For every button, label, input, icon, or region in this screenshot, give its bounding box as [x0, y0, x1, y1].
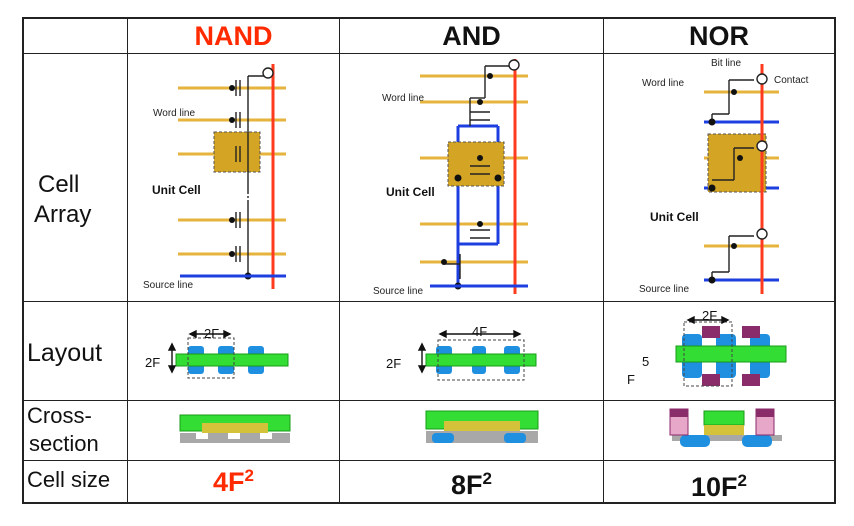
nand-source-line-label: Source line — [143, 280, 193, 291]
nor-cell-array-diagram: Bit line Contact Word line Unit Cell Sou… — [639, 58, 809, 295]
and-cell-array-diagram: Word line Unit Cell Source line — [373, 59, 528, 297]
row-label-cross-section: Cross- section — [27, 402, 99, 457]
nor-layout-diagram: 2F 5 F — [627, 308, 787, 387]
and-unit-cell-label: Unit Cell — [386, 185, 435, 199]
table-border-right — [834, 17, 836, 504]
row-label-layout: Layout — [27, 339, 103, 367]
and-layout-diagram: 4F 2F — [386, 324, 537, 381]
nor-layout-height-unit: F — [627, 372, 635, 387]
nand-cell-array-diagram: Word line Unit Cell Source line — [143, 64, 286, 291]
nand-cell-string — [235, 75, 268, 276]
nor-cross-substrate — [672, 435, 782, 441]
and-cross-floating-gate — [444, 421, 520, 431]
cell-size-nand: 4F2 — [128, 466, 339, 498]
and-contact — [508, 59, 520, 71]
nand-transistor-symbols — [235, 80, 241, 262]
column-header-nor: NOR — [689, 21, 749, 51]
and-word-lines — [420, 74, 528, 264]
nand-contact — [262, 67, 274, 79]
nor-word-line-label: Word line — [642, 78, 684, 89]
nand-layout-width-label: 2F — [204, 326, 219, 341]
column-header-nand: NAND — [194, 21, 273, 51]
nand-cross-diffusion — [196, 433, 272, 439]
and-source-line-label: Source line — [373, 286, 423, 297]
and-layout-height-label: 2F — [386, 356, 401, 371]
row-divider-layout — [22, 400, 835, 401]
cell-size-and: 8F2 — [340, 469, 603, 501]
table-border-left — [22, 17, 24, 504]
cell-size-nand-exp: 2 — [244, 466, 254, 485]
nor-cross-diffusion — [680, 435, 772, 447]
cell-size-nor-base: 10F — [691, 472, 738, 502]
row-label-cross: Cross- — [27, 403, 92, 428]
nor-layout-bitline-contacts — [702, 326, 760, 386]
nor-cross-section-diagram — [669, 408, 782, 447]
nand-unit-cell-box — [213, 131, 261, 173]
nor-bit-line-label: Bit line — [711, 58, 741, 69]
nor-cross-floating-gate — [704, 425, 744, 435]
cell-size-and-base: 8F — [451, 470, 483, 500]
and-layout-active — [425, 353, 537, 367]
nor-layout-active — [675, 345, 787, 363]
nor-cross-contacts — [669, 408, 775, 436]
cell-size-nand-base: 4F — [213, 467, 245, 497]
nor-contacts — [756, 73, 768, 240]
nor-dots — [708, 89, 743, 284]
table-border-top — [22, 17, 835, 19]
row-label-cell-size: Cell size — [27, 467, 111, 492]
cell-size-nor: 10F2 — [604, 471, 834, 503]
row-divider-array — [22, 301, 835, 302]
nand-word-line-label: Word line — [153, 108, 195, 119]
col-divider-2 — [339, 17, 340, 504]
and-layout-width-label: 4F — [472, 324, 487, 339]
and-layout-dimension — [417, 329, 522, 374]
nor-layout-cell-outline — [683, 321, 733, 387]
row-label-cell-array: Cell Array — [34, 170, 91, 230]
col-divider-1 — [127, 17, 128, 504]
nand-layout-cell-outline — [187, 337, 235, 379]
and-cross-diffusion — [432, 433, 526, 443]
nor-source-line-label: Source line — [639, 284, 689, 295]
col-divider-3 — [603, 17, 604, 504]
row-divider-cross — [22, 460, 835, 461]
and-word-line-label: Word line — [382, 93, 424, 104]
row-label-section: section — [29, 430, 99, 456]
and-cross-section-diagram — [425, 410, 539, 443]
nand-layout-height-label: 2F — [145, 355, 160, 370]
row-divider-header — [22, 53, 835, 54]
and-layout-cell-outline — [437, 339, 525, 381]
cell-size-and-exp: 2 — [482, 469, 492, 488]
nor-unit-cell-label: Unit Cell — [650, 210, 699, 224]
nor-contact-label: Contact — [774, 75, 809, 86]
and-cell-string — [444, 65, 510, 279]
nor-cross-gate-stack — [703, 410, 745, 426]
cell-size-nor-exp: 2 — [737, 471, 747, 490]
nand-unit-cell-label: Unit Cell — [152, 183, 201, 197]
nor-unit-cell-box — [707, 133, 767, 193]
nand-cross-section-diagram — [179, 414, 291, 443]
row-label-array: Array — [34, 201, 92, 228]
nor-layout-height-num: 5 — [642, 354, 649, 369]
row-label-cell: Cell — [38, 171, 80, 198]
nor-layout-dimension — [686, 315, 730, 325]
nand-layout-dimension — [167, 329, 232, 374]
nand-cross-floating-gate — [202, 423, 268, 433]
nand-layout-diagram: 2F 2F — [145, 326, 289, 379]
table-border-bottom — [22, 502, 835, 504]
column-header-and: AND — [442, 21, 501, 51]
nor-layout-width-label: 2F — [702, 308, 717, 323]
nand-layout-active — [175, 353, 289, 367]
